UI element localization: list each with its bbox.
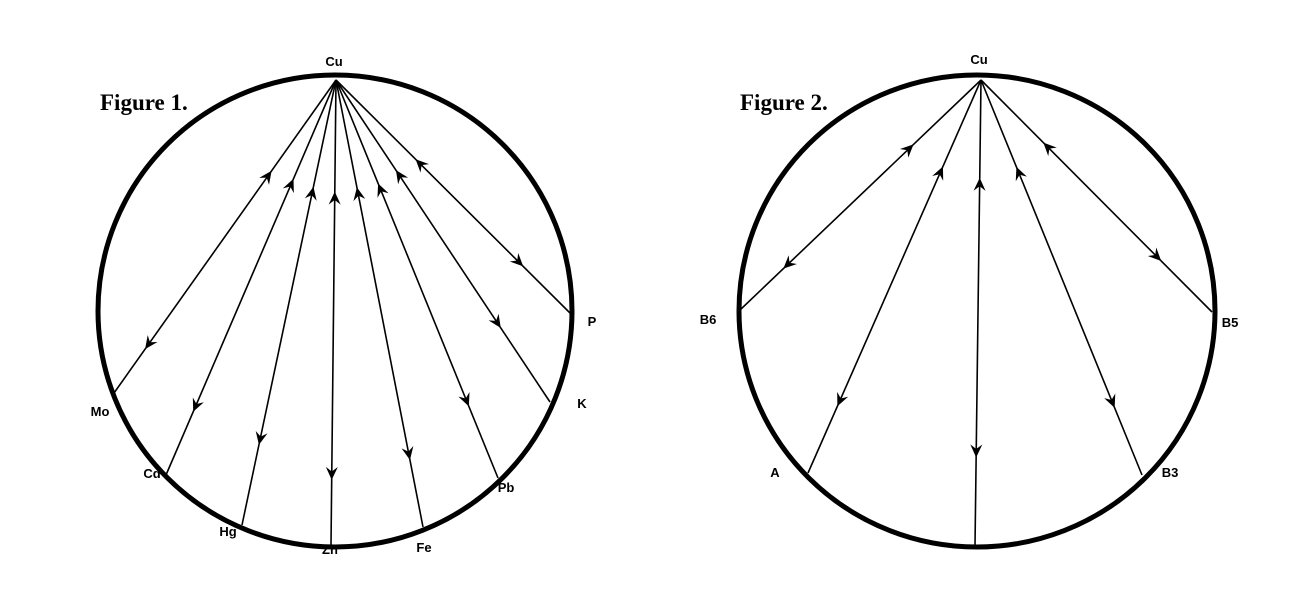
edge-cu-b5 xyxy=(980,79,1213,313)
edge-cu-cd xyxy=(165,79,337,476)
edge-cu-p xyxy=(335,79,571,314)
node-label-p: P xyxy=(588,314,597,329)
node-label-zn: Zn xyxy=(322,542,338,557)
arrow-up-k-icon xyxy=(395,170,409,185)
arrow-up-fe-icon xyxy=(353,187,366,202)
node-label-cd: Cd xyxy=(143,466,160,481)
edge-cu-bottom xyxy=(974,79,982,547)
edge-cu-pb xyxy=(335,79,499,479)
arrow-up-b5-icon xyxy=(1043,142,1057,157)
arrow-down-mo-icon xyxy=(145,335,158,350)
arrow-up-p-icon xyxy=(415,159,430,173)
node-label-a: A xyxy=(770,465,780,480)
edge-cu-a xyxy=(807,79,982,474)
figure-2-circle xyxy=(736,72,1218,550)
arrow-down-b5-icon xyxy=(1147,247,1162,261)
arrow-down-cd-icon xyxy=(192,397,204,412)
arrow-up-pb-icon xyxy=(377,183,389,198)
figure-2-source-label: Cu xyxy=(970,52,987,67)
edge-cu-zn xyxy=(330,79,337,546)
arrow-down-a-icon xyxy=(837,391,849,407)
figure-2-title: Figure 2. xyxy=(740,90,828,115)
arrow-down-bottom-icon xyxy=(970,444,983,458)
arrow-up-b3-icon xyxy=(1015,166,1027,182)
arrow-down-fe-icon xyxy=(401,446,414,460)
figure-1-circle xyxy=(95,72,575,550)
edge-cu-hg xyxy=(241,79,337,526)
arrow-down-pb-icon xyxy=(458,392,470,407)
node-label-pb: Pb xyxy=(498,480,515,495)
arrow-up-zn-icon xyxy=(328,191,341,205)
node-label-fe: Fe xyxy=(416,540,431,555)
edge-cu-mo xyxy=(113,79,337,394)
arrow-up-mo-icon xyxy=(259,170,272,185)
node-label-hg: Hg xyxy=(219,524,236,539)
arrow-down-hg-icon xyxy=(255,430,268,445)
arrow-down-zn-icon xyxy=(325,466,338,480)
arrow-down-p-icon xyxy=(509,252,524,267)
node-label-b6: B6 xyxy=(700,312,717,327)
arrow-up-cd-icon xyxy=(282,178,294,194)
figure-2-edges: B6A B3 B5 xyxy=(700,79,1239,547)
node-label-mo: Mo xyxy=(91,404,110,419)
arrow-down-b3-icon xyxy=(1104,393,1116,408)
arrow-up-hg-icon xyxy=(304,186,317,201)
arrow-up-bottom-icon xyxy=(973,177,986,191)
edge-cu-b3 xyxy=(980,79,1143,476)
edge-cu-k xyxy=(335,79,551,403)
node-label-k: K xyxy=(577,396,587,411)
arrow-down-b6-icon xyxy=(783,255,797,269)
figure-1-title: Figure 1. xyxy=(100,90,188,115)
node-label-b3: B3 xyxy=(1162,465,1179,480)
figure-1-source-label: Cu xyxy=(325,54,342,69)
arrow-up-b6-icon xyxy=(899,144,914,158)
arrow-up-a-icon xyxy=(932,166,944,181)
arrow-down-k-icon xyxy=(488,313,501,328)
node-label-b5: B5 xyxy=(1222,315,1239,330)
edge-cu-b6 xyxy=(739,79,982,311)
